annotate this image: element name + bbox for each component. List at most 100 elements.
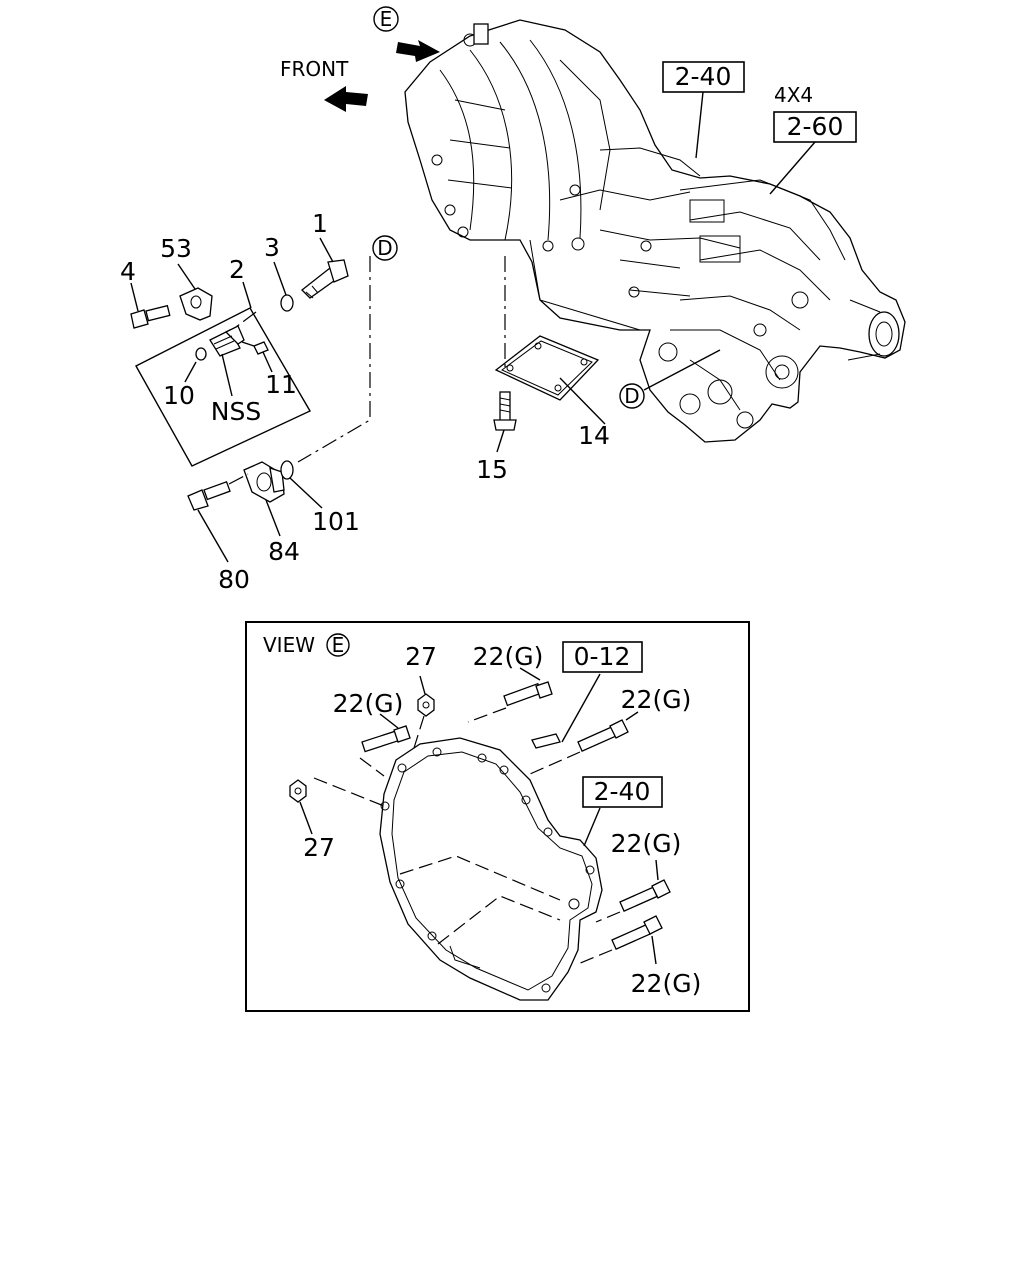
view-e-title: VIEW: [263, 633, 315, 657]
part-53-bracket: [179, 287, 213, 321]
part-0-12-pin: [531, 733, 561, 749]
front-arrow: [324, 86, 368, 112]
label-15: 15: [476, 455, 508, 484]
leader-2-40-top: [695, 91, 704, 159]
ref-2-40-top: 2-40: [662, 61, 745, 93]
part-22-right-top-bolt: [577, 719, 629, 752]
label-4: 4: [120, 257, 136, 286]
leader-2: [242, 281, 252, 309]
label-nss: NSS: [211, 397, 261, 426]
part-4-bolt: [130, 304, 171, 329]
part-22-top-bolt: [503, 681, 553, 707]
part-10: [195, 347, 207, 361]
label-80: 80: [218, 565, 250, 594]
label-22-left: 22(G): [333, 689, 404, 718]
leader-4: [130, 282, 139, 312]
leader-53: [177, 263, 196, 290]
label-3: 3: [264, 233, 280, 262]
ref-2-60-label: 2-60: [787, 112, 844, 141]
leader-22-top: [519, 667, 541, 681]
part-11: [253, 341, 269, 355]
leader-14: [559, 377, 606, 425]
leader-22-right-bottom: [651, 935, 657, 965]
part-2-switch: [209, 325, 245, 357]
part-27-top-nut: [417, 693, 435, 717]
centerline-2: [231, 311, 257, 331]
label-53: 53: [160, 234, 192, 263]
part-22-right-bottom-bolt: [611, 915, 663, 950]
label-22-top: 22(G): [473, 642, 544, 671]
part-84-flange: [243, 461, 285, 503]
d-marker-left-label: D: [377, 236, 392, 260]
view-e-arrow: [396, 40, 440, 62]
leader-84: [265, 499, 281, 537]
leader-80: [197, 509, 229, 563]
centerline-22-left: [359, 757, 385, 777]
centerline-22-right-bottom: [577, 949, 613, 965]
leader-22-left: [379, 713, 399, 729]
bell-housing-gasket: [379, 737, 603, 1001]
d-marker-right-label: D: [624, 384, 639, 408]
transmission-assembly: [404, 19, 906, 443]
leader-d-right: [643, 349, 721, 391]
ref-0-12-label: 0-12: [574, 642, 631, 671]
label-22-right-mid: 22(G): [611, 829, 682, 858]
centerline-27-left: [313, 777, 385, 807]
part-1-sensor: [301, 259, 349, 299]
part-22-right-mid-bolt: [619, 879, 671, 912]
leader-2-60: [769, 141, 816, 195]
view-e-title-marker: E: [326, 633, 350, 657]
leader-22-right-top: [625, 711, 639, 721]
leader-27-left: [299, 801, 313, 835]
part-14-cover: [494, 335, 600, 401]
view-e-marker: E: [373, 6, 399, 32]
leader-nss: [221, 353, 233, 397]
leader-10: [184, 361, 197, 383]
ref-0-12: 0-12: [562, 641, 643, 673]
leader-22-right-mid: [655, 859, 659, 881]
leader-27-top: [419, 675, 426, 695]
ref-2-60: 2-60: [773, 111, 857, 143]
leader-3: [273, 261, 287, 296]
leader-1: [319, 237, 334, 263]
label-14: 14: [578, 421, 610, 450]
d-marker-left: D: [372, 235, 398, 261]
view-e-marker-label: E: [380, 7, 393, 31]
part-15-bolt: [493, 391, 517, 431]
leader-2-40-view: [583, 807, 601, 847]
part-80-bolt: [187, 480, 231, 511]
leader-15: [496, 429, 505, 453]
front-label: FRONT: [280, 57, 349, 81]
leader-101: [289, 477, 323, 509]
ref-2-40-top-label: 2-40: [675, 62, 732, 91]
label-27-left: 27: [303, 833, 335, 862]
ref-2-40-view: 2-40: [582, 776, 663, 808]
d-marker-right: D: [619, 383, 645, 409]
view-e-box: [245, 621, 750, 1012]
label-22-right-top: 22(G): [621, 685, 692, 714]
label-101: 101: [312, 507, 360, 536]
leader-11: [262, 351, 273, 373]
ref-2-40-view-label: 2-40: [594, 777, 651, 806]
label-84: 84: [268, 537, 300, 566]
centerline-27-top: [413, 715, 425, 749]
part-22-left-bolt: [361, 725, 411, 753]
label-10: 10: [163, 381, 195, 410]
label-1: 1: [312, 209, 328, 238]
label-27-top: 27: [405, 642, 437, 671]
part-27-left-nut: [289, 779, 307, 803]
centerline-22-right-top: [529, 751, 581, 775]
part-101-oring: [280, 460, 294, 480]
four-by-four-label: 4X4: [774, 83, 813, 107]
view-e-title-marker-label: E: [332, 633, 345, 657]
centerline-22-top: [467, 707, 507, 723]
label-22-right-bottom: 22(G): [631, 969, 702, 998]
centerline-22-right-mid: [595, 911, 621, 923]
label-2: 2: [229, 255, 245, 284]
leader-11-a: [241, 341, 255, 347]
centerline-80: [228, 473, 249, 485]
part-3-washer: [280, 294, 294, 312]
label-11: 11: [265, 370, 297, 399]
